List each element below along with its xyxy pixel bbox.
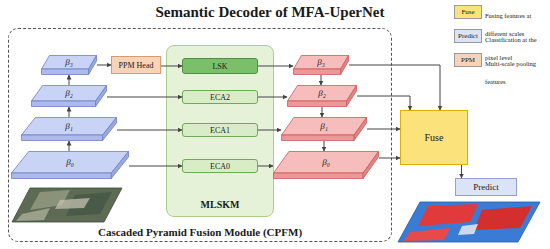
decoder-feature-layer: β₁ bbox=[281, 117, 367, 141]
flow-arrow bbox=[258, 130, 281, 131]
flow-arrow bbox=[379, 158, 400, 159]
eca-module-box: ECA2 bbox=[182, 90, 258, 104]
decoder-feature-layer: β₂ bbox=[287, 85, 357, 107]
flow-arrow bbox=[357, 96, 410, 110]
input-image bbox=[12, 188, 122, 222]
flow-arrow bbox=[161, 66, 182, 67]
legend-swatch-label: Fuse bbox=[461, 8, 474, 16]
legend-swatch: PPM bbox=[454, 53, 482, 67]
flow-arrow bbox=[322, 107, 323, 117]
legend-text: Multi-scale pooling features bbox=[485, 60, 536, 85]
feature-symbol: β₀ bbox=[322, 157, 330, 167]
flow-arrow bbox=[69, 75, 70, 85]
encoder-feature-layer: β₁ bbox=[21, 117, 117, 141]
lsk-module-box: LSK bbox=[182, 58, 258, 74]
flow-arrow bbox=[367, 129, 400, 130]
diagram-title: Semantic Decoder of MFA-UperNet bbox=[156, 4, 385, 20]
module-title: Cascaded Pyramid Fusion Module (CPFM) bbox=[98, 226, 302, 238]
box-label: Fuse bbox=[425, 132, 444, 143]
flow-arrow bbox=[129, 166, 182, 167]
flow-arrow bbox=[321, 75, 322, 85]
flow-arrow bbox=[107, 97, 182, 98]
feature-symbol: β₃ bbox=[317, 57, 325, 67]
legend-swatch: Predict bbox=[454, 29, 482, 43]
encoder-feature-layer: β₃ bbox=[41, 55, 97, 75]
legend-text: Classification at the pixel level bbox=[485, 36, 537, 61]
box-label: ECA2 bbox=[210, 93, 230, 102]
feature-symbol: β₀ bbox=[66, 157, 74, 167]
flow-arrow bbox=[97, 65, 111, 66]
box-label: ECA1 bbox=[210, 126, 230, 135]
dashed-module-frame: Cascaded Pyramid Fusion Module (CPFM) β₃ β… bbox=[8, 28, 392, 242]
eca-module-box: ECA1 bbox=[182, 123, 258, 137]
feature-symbol: β₂ bbox=[65, 88, 73, 98]
feature-symbol: β₃ bbox=[65, 57, 73, 67]
eca-module-box: ECA0 bbox=[182, 159, 258, 173]
feature-symbol: β₂ bbox=[318, 88, 326, 98]
flow-arrow bbox=[349, 65, 440, 110]
encoder-feature-layer: β₂ bbox=[31, 85, 107, 107]
predict-box: Predict bbox=[455, 178, 517, 196]
feature-symbol: β₁ bbox=[65, 121, 73, 131]
flow-arrow bbox=[69, 141, 70, 151]
flow-arrow bbox=[117, 130, 182, 131]
legend-swatch: Fuse bbox=[454, 5, 482, 19]
flow-arrow bbox=[69, 107, 70, 117]
encoder-feature-layer: β₀ bbox=[11, 151, 129, 179]
decoder-feature-layer: β₃ bbox=[293, 55, 349, 75]
title-wrap: Semantic Decoder of MFA-UperNet bbox=[90, 3, 450, 21]
flow-arrow bbox=[258, 166, 273, 167]
box-label: PPM Head bbox=[119, 61, 154, 70]
output-image bbox=[398, 202, 540, 242]
legend-entry: Fusing features at different scales bbox=[485, 4, 547, 39]
legend-swatch-label: Predict bbox=[458, 32, 478, 40]
ppm-head-box: PPM Head bbox=[111, 56, 161, 74]
flow-arrow bbox=[461, 165, 462, 178]
feature-symbol: β₁ bbox=[320, 121, 328, 131]
panel-label: MLSKM bbox=[201, 199, 240, 210]
box-label: Predict bbox=[473, 182, 499, 192]
flow-arrow bbox=[258, 97, 287, 98]
mlskm-panel: MLSKM LSK ECA2ECA1ECA0 bbox=[166, 45, 274, 217]
flow-arrow bbox=[258, 66, 293, 67]
box-label: ECA0 bbox=[210, 162, 230, 171]
decoder-feature-layer: β₀ bbox=[273, 151, 379, 179]
box-label: LSK bbox=[212, 62, 227, 71]
legend-swatch-label: PPM bbox=[461, 56, 475, 64]
fuse-box: Fuse bbox=[400, 110, 468, 165]
flow-arrow bbox=[324, 141, 325, 151]
legend-text: Fusing features at different scales bbox=[485, 12, 531, 37]
